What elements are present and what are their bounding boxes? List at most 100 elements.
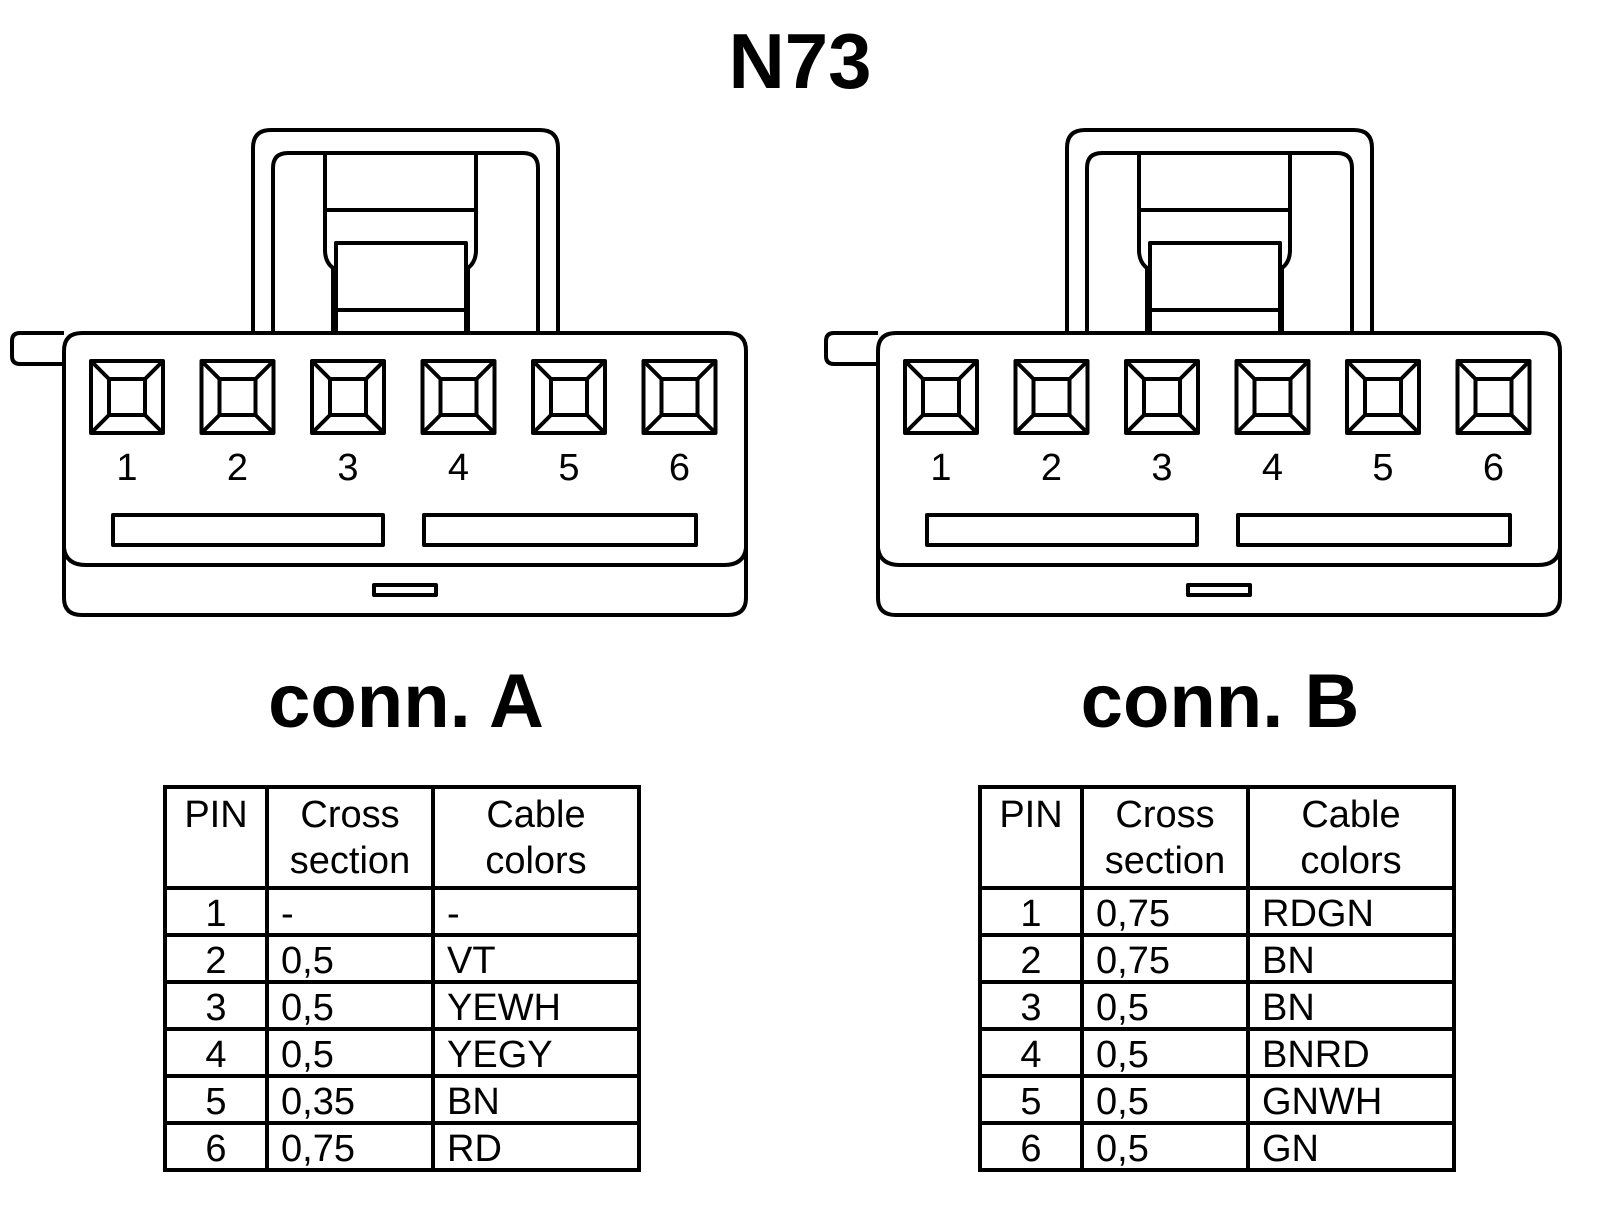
connector-b-pin-cavity: [1455, 359, 1532, 435]
table-b-header: PIN: [999, 794, 1062, 836]
connector-a-side-tab: [10, 331, 64, 366]
table-a-cell: 0,5: [281, 1034, 334, 1076]
connector-a-latch-tongue: [334, 241, 468, 333]
table-b-cell: 3: [1020, 987, 1041, 1029]
table-b-cell: 0,5: [1096, 987, 1149, 1029]
table-b-cell: 1: [1020, 893, 1041, 935]
connector-b: 1 2 3 4 5 6: [824, 128, 1562, 617]
connector-a-pin-cavity: [89, 359, 165, 435]
connector-b-latch-inner: [1085, 151, 1354, 333]
table-b-cell: BN: [1262, 940, 1315, 982]
connector-b-pin-cavity: [1013, 359, 1090, 435]
table-a-cell: YEGY: [447, 1034, 553, 1076]
table-a-cell: 0,5: [281, 987, 334, 1029]
table-b-cell: RDGN: [1262, 893, 1374, 935]
table-a-cell: 0,35: [281, 1081, 355, 1123]
connector-b-pin-cavity: [903, 359, 979, 435]
connector-a-key-slot: [422, 513, 698, 547]
table-b-cell: 6: [1020, 1128, 1041, 1170]
table-b-border: [978, 785, 1456, 1172]
connector-a-pin-cavity: [420, 359, 497, 435]
connector-b-side-tab: [824, 331, 878, 366]
table-b-header: Cable: [1301, 794, 1400, 836]
connector-b-pin-number: 3: [1151, 447, 1172, 489]
connector-a-pin-cavity: [199, 359, 276, 435]
connector-b-housing: [876, 331, 1562, 617]
table-a-header: Cable: [486, 794, 585, 836]
connector-b-pin-cavity: [1124, 359, 1200, 435]
connector-b-pin-number: 6: [1483, 447, 1504, 489]
connector-a-pin-cavity: [531, 359, 607, 435]
table-a-header: colors: [485, 840, 586, 882]
connector-b-housing-lip: [876, 547, 1562, 567]
connector-a-pin-number: 5: [558, 447, 579, 489]
connector-a-housing-lip: [62, 547, 748, 567]
table-b-cell: GN: [1262, 1128, 1319, 1170]
connector-b-pin-number: 2: [1041, 447, 1062, 489]
connector-b-latch-loop: [1065, 128, 1374, 333]
connector-a-pin-number: 4: [448, 447, 469, 489]
table-a-cell: 0,5: [281, 940, 334, 982]
connector-b-pin-number: 1: [930, 447, 951, 489]
table-a-border: [163, 785, 641, 1172]
table-b-cell: 2: [1020, 940, 1041, 982]
table-a-cell: 6: [205, 1128, 226, 1170]
table-a-cell: BN: [447, 1081, 500, 1123]
connector-a-key-slot: [111, 513, 385, 547]
connector-a: 1 2 3 4 5 6: [10, 128, 748, 617]
table-a-cell: -: [281, 893, 294, 935]
table-a-header: Cross: [300, 794, 399, 836]
table-a-cell: 0,75: [281, 1128, 355, 1170]
connector-a-pin-number: 2: [227, 447, 248, 489]
connector-b-key-slot: [925, 513, 1199, 547]
connector-b-pin-cavity: [1234, 359, 1311, 435]
table-a-cell: 5: [205, 1081, 226, 1123]
table-b-cell: 0,5: [1096, 1081, 1149, 1123]
connector-a-pin-number: 6: [669, 447, 690, 489]
connector-a-latch-tongue: [466, 210, 478, 333]
table-a-header: PIN: [184, 794, 247, 836]
table-a-cell: RD: [447, 1128, 502, 1170]
connector-b-pin-number: 5: [1372, 447, 1393, 489]
connector-a-pin-number: 1: [116, 447, 137, 489]
table-b-cell: 0,75: [1096, 940, 1170, 982]
table-a-cell: 3: [205, 987, 226, 1029]
table-b-cell: BN: [1262, 987, 1315, 1029]
table-b-cell: 0,5: [1096, 1034, 1149, 1076]
table-a-cell: VT: [447, 940, 496, 982]
table-a-cell: YEWH: [447, 987, 561, 1029]
table-a-cell: -: [447, 893, 460, 935]
connector-b-label: conn. B: [1081, 659, 1360, 744]
connector-b-pin-cavity: [1345, 359, 1421, 435]
table-b-cell: GNWH: [1262, 1081, 1382, 1123]
connector-a-notch: [372, 583, 438, 597]
table-b-cell: 0,75: [1096, 893, 1170, 935]
connector-b-notch: [1186, 583, 1252, 597]
table-b-cell: 4: [1020, 1034, 1041, 1076]
table-b-header: colors: [1300, 840, 1401, 882]
connector-a-pin-cavity: [641, 359, 718, 435]
table-a-header: section: [290, 840, 410, 882]
connector-a-housing: [62, 331, 748, 617]
connector-b-latch-tongue: [1280, 210, 1292, 333]
table-a-cell: 2: [205, 940, 226, 982]
table-b-header: section: [1105, 840, 1225, 882]
table-b-header: Cross: [1115, 794, 1214, 836]
connector-b-latch-tongue: [1148, 241, 1282, 333]
table-b-cell: 5: [1020, 1081, 1041, 1123]
connector-a-pin-number: 3: [337, 447, 358, 489]
table-a-cell: 4: [205, 1034, 226, 1076]
connector-a-label: conn. A: [268, 659, 544, 744]
connector-a-pin-cavity: [310, 359, 386, 435]
connector-a-latch-inner: [271, 151, 540, 333]
table-b-cell: BNRD: [1262, 1034, 1370, 1076]
table-b-cell: 0,5: [1096, 1128, 1149, 1170]
connector-b-pin-number: 4: [1262, 447, 1283, 489]
table-a-cell: 1: [205, 893, 226, 935]
connector-b-key-slot: [1236, 513, 1512, 547]
connector-a-latch-tongue: [323, 210, 335, 333]
diagram-title: N73: [728, 17, 871, 105]
connector-b-latch-tongue: [1137, 210, 1149, 333]
